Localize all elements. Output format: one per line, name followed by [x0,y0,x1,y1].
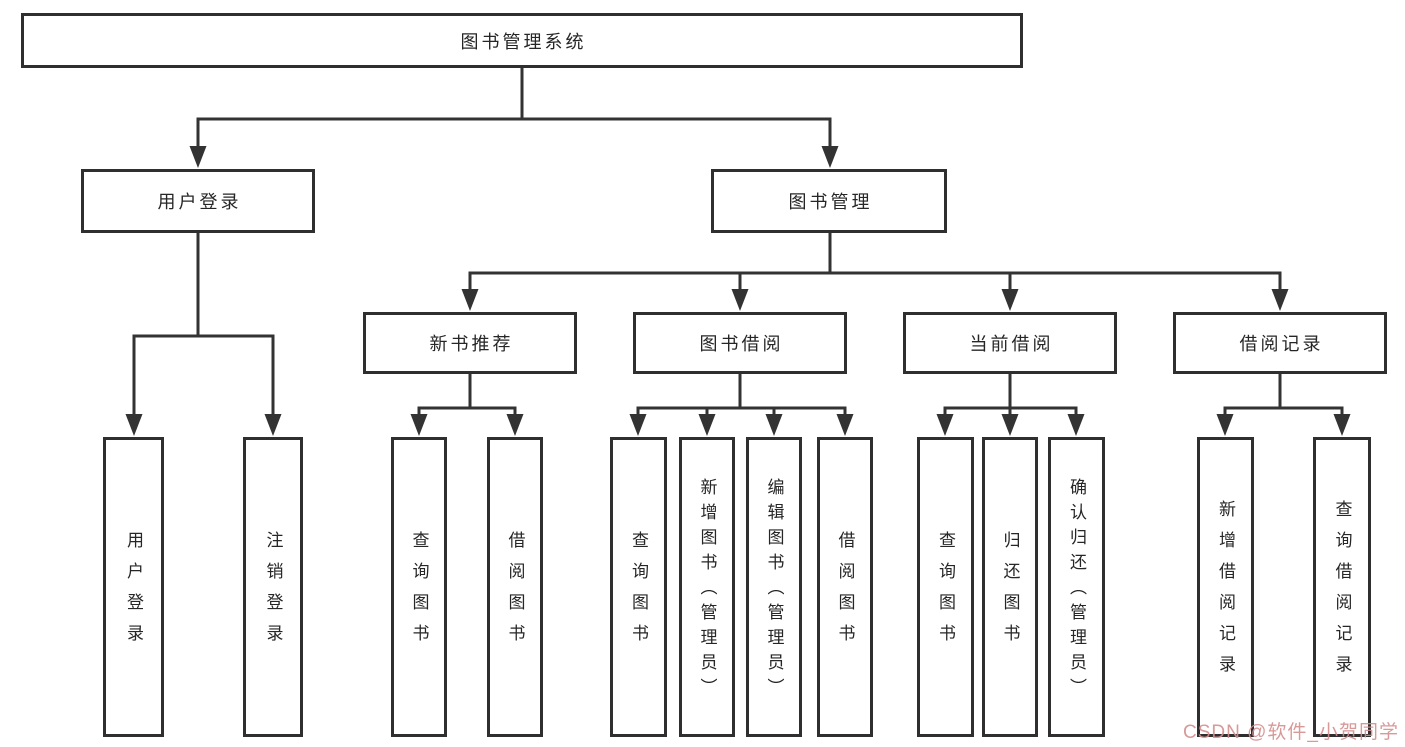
node-current-borrow: 当前借阅 [903,312,1117,374]
leaf-edit-books-admin: 编辑图书（管理员） [746,437,802,737]
leaf-confirm-return-admin-label: 确认归还（管理员） [1067,477,1086,703]
leaf-add-books-admin-label: 新增图书（管理员） [697,477,717,703]
leaf-query-borrow-record-label: 查询借阅记录 [1332,500,1352,686]
leaf-borrow-books-recommend-label: 借阅图书 [505,531,525,655]
leaf-query-books-current: 查询图书 [917,437,974,737]
node-book-borrow-label: 图书借阅 [699,334,784,354]
leaf-borrow-books-label: 借阅图书 [835,531,855,655]
node-user-login: 用户登录 [81,169,315,233]
leaf-return-books-label: 归还图书 [1000,531,1020,655]
leaf-edit-books-admin-label: 编辑图书（管理员） [764,477,784,703]
leaf-logout-label: 注销登录 [263,531,283,655]
node-book-management: 图书管理 [711,169,947,233]
leaf-query-books-recommend-label: 查询图书 [409,531,429,655]
node-root: 图书管理系统 [21,13,1023,68]
node-current-borrow-label: 当前借阅 [969,334,1054,354]
node-book-management-label: 图书管理 [788,192,873,212]
node-borrow-records: 借阅记录 [1173,312,1387,374]
leaf-user-login: 用户登录 [103,437,164,737]
node-book-borrow: 图书借阅 [633,312,847,374]
leaf-confirm-return-admin: 确认归还（管理员） [1048,437,1105,737]
leaf-query-books-recommend: 查询图书 [391,437,447,737]
node-root-label: 图书管理系统 [460,31,587,52]
leaf-borrow-books-recommend: 借阅图书 [487,437,543,737]
leaf-query-books-borrow: 查询图书 [610,437,667,737]
node-new-book-recommend-label: 新书推荐 [429,334,514,354]
leaf-add-borrow-record-label: 新增借阅记录 [1216,500,1235,686]
leaf-user-login-label: 用户登录 [124,531,143,655]
leaf-add-borrow-record: 新增借阅记录 [1197,437,1254,737]
leaf-logout: 注销登录 [243,437,303,737]
leaf-return-books: 归还图书 [982,437,1038,737]
leaf-add-books-admin: 新增图书（管理员） [679,437,735,737]
leaf-query-borrow-record: 查询借阅记录 [1313,437,1371,737]
leaf-query-books-borrow-label: 查询图书 [629,531,648,655]
node-borrow-records-label: 借阅记录 [1239,334,1324,354]
leaf-borrow-books: 借阅图书 [817,437,873,737]
node-new-book-recommend: 新书推荐 [363,312,577,374]
node-user-login-label: 用户登录 [157,192,242,212]
leaf-query-books-current-label: 查询图书 [936,531,955,655]
